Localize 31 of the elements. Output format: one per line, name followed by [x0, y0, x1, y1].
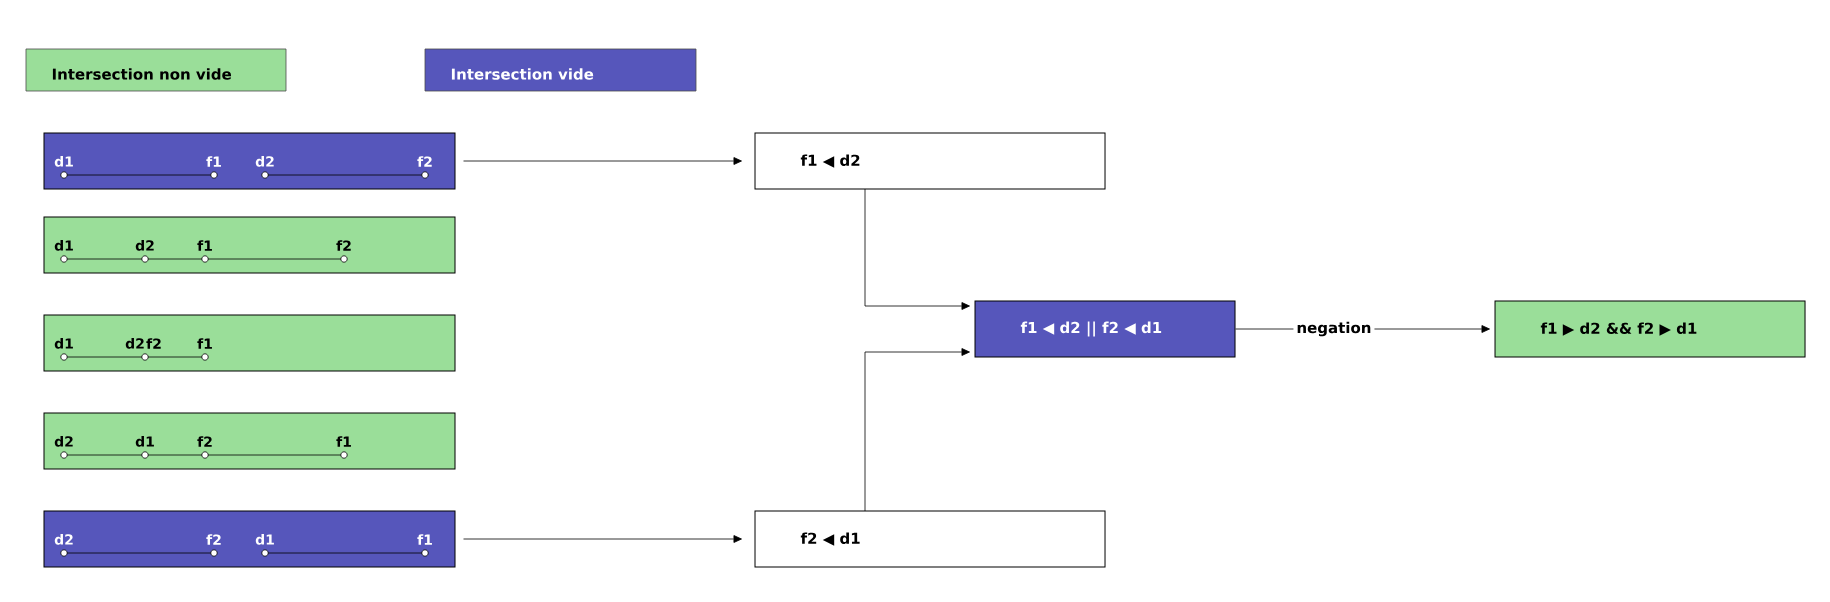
- condition-box: f1 ◀ d2: [754, 132, 1106, 190]
- endpoint-label: d1: [255, 533, 274, 545]
- endpoint-label: d1: [54, 337, 73, 349]
- endpoint-label: f1: [417, 534, 432, 545]
- endpoint-label: f2: [146, 338, 161, 349]
- condition-box: f1 ◀ d2 || f2 ◀ d1: [974, 300, 1236, 358]
- arrow: [864, 348, 970, 512]
- endpoint-label: f2: [417, 156, 432, 167]
- endpoint-label: f2: [336, 240, 351, 251]
- endpoint-label: f1: [336, 436, 351, 447]
- endpoint-label: f1: [197, 240, 212, 251]
- endpoint-label: d2: [54, 533, 73, 545]
- edge-label: negation: [1293, 318, 1375, 340]
- endpoint-label: d1: [135, 435, 154, 447]
- endpoint-label: d2: [255, 155, 274, 167]
- endpoint-label: d1: [54, 239, 73, 251]
- condition-box: f2 ◀ d1: [754, 510, 1106, 568]
- legend-label: Intersection non vide: [52, 68, 232, 80]
- endpoint-label: f2: [206, 534, 221, 545]
- endpoint-label: d2: [135, 239, 154, 251]
- endpoint-label: d2: [54, 435, 73, 447]
- legend-label: Intersection vide: [451, 68, 594, 80]
- arrow: [864, 188, 970, 310]
- endpoint-label: d2: [125, 337, 144, 349]
- endpoint-label: d1: [54, 155, 73, 167]
- arrow: [463, 535, 742, 543]
- endpoint-label: f1: [197, 338, 212, 349]
- arrow: [463, 157, 742, 165]
- endpoint-label: f2: [197, 436, 212, 447]
- condition-box: f1 ▶ d2 && f2 ▶ d1: [1494, 300, 1806, 358]
- endpoint-label: f1: [206, 156, 221, 167]
